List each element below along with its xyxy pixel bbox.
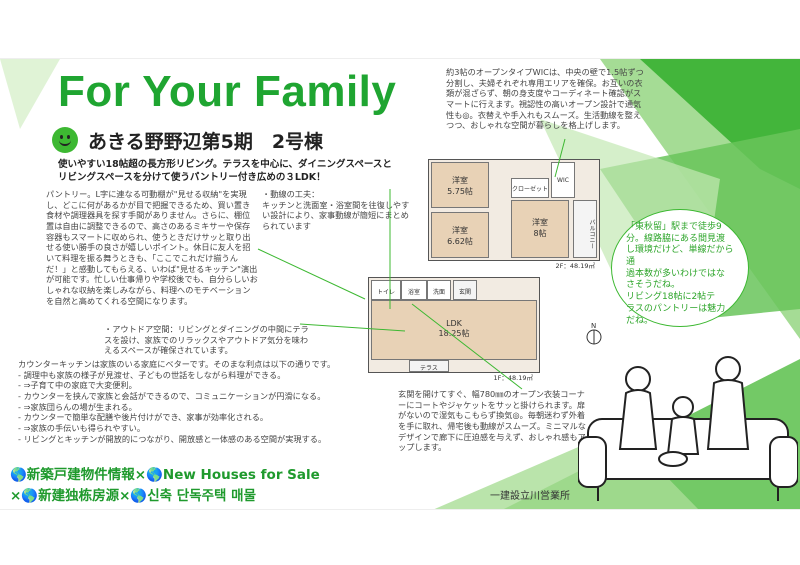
counter-point: - カウンターを挟んで家族と会話ができるので、コミュニケーションが円滑になる。 — [18, 390, 326, 401]
counter-title: カウンターキッチンは家族のいる家庭にベターです。そのまな利点は以下の通りです。 — [18, 359, 336, 369]
room-western-2: 洋室 6.62帖 — [431, 212, 489, 258]
room-ldk: LDK 18.25帖 — [371, 300, 537, 360]
room-balcony: バルコニー — [573, 200, 597, 258]
room-bath: 浴室 — [401, 280, 427, 300]
room-toilet: トイレ — [371, 280, 401, 300]
counter-point: - リビングとキッチンが開放的につながり、開放感と一体感のある空間が実現する。 — [18, 433, 327, 444]
counter-point: - 調理中も家族の様子が見渡せ、子どもの世話をしながら料理ができる。 — [18, 369, 286, 380]
headline: 使いやすい18帖超の長方形リビング。テラスを中心に、ダイニングスペースとリビング… — [58, 159, 392, 183]
flyer: For Your Family あきる野野辺第5期 2号棟 使いやすい18帖超の… — [0, 58, 800, 510]
tagline-1: 🌎新築戸建物件情報×🌎New Houses for Sale — [10, 467, 320, 483]
tagline-2: ×🌎新建独栋房源×🌎신축 단독주택 매물 — [10, 488, 257, 504]
property-name: あきる野野辺第5期 2号棟 — [88, 131, 324, 153]
north-arrow-icon: N — [586, 322, 602, 345]
counter-kitchen-section: カウンターキッチンは家族のいる家庭にベターです。そのまな利点は以下の通りです。 … — [18, 359, 378, 444]
pantry-description: パントリー。L字に連なる可動棚が"見せる収納"を実現し、どこに何があるかが目で把… — [46, 189, 258, 306]
counter-point: - ⇒家族団らんの場が生まれる。 — [18, 401, 137, 412]
floor-plan-1f: LDK 18.25帖 浴室 洗面 トイレ 玄関 テラス 1F：48.19㎡ — [368, 277, 540, 382]
company-name: 一建設立川営業所 — [490, 491, 570, 502]
room-western-1: 洋室 5.75帖 — [431, 162, 489, 208]
room-western-3: 洋室 8帖 — [511, 200, 569, 258]
page-title: For Your Family — [58, 67, 397, 116]
floor-plan-2f: 洋室 5.75帖 洋室 6.62帖 洋室 8帖 クローゼット WIC バルコニー… — [428, 159, 600, 270]
room-washroom: 洗面 — [427, 280, 451, 300]
smiley-icon — [52, 127, 78, 153]
counter-point: - ⇒家族の手伝いも得られやすい。 — [18, 422, 146, 433]
counter-point: - ⇒子育て中の家庭で大変便利。 — [18, 380, 137, 391]
wic-description: 約3帖のオープンタイプWICは、中央の壁で1.5帖ずつ分割し、夫婦それぞれ専用エ… — [446, 67, 644, 131]
family-illustration — [578, 356, 798, 501]
floor-1-area: 1F：48.19㎡ — [493, 374, 533, 382]
outdoor-description: ・アウトドア空間：リビングとダイニングの中間にテラスを設け、家族でのリラックスや… — [104, 324, 309, 356]
room-closet: クローゼット — [511, 178, 549, 198]
room-entrance: 玄関 — [453, 280, 477, 300]
counter-point: - カウンターで簡単な配膳や後片付けができ、家事が効率化される。 — [18, 412, 269, 423]
floor-2-area: 2F：48.19㎡ — [555, 262, 595, 270]
room-terrace: テラス — [409, 360, 449, 372]
entry-description: 玄関を開けてすぐ、幅780㎜のオープン衣装コーナーにコートやジャケットをサッと掛… — [398, 389, 586, 453]
room-wic: WIC — [551, 162, 575, 198]
flow-description: ・動線の工夫： キッチンと洗面室・浴室間を往復しやすい設計により、家事動線が簡短… — [262, 189, 410, 231]
svg-text:N: N — [591, 322, 596, 330]
speech-bubble: 「東秋留」駅まで徒歩9 分。線路脇にある間見渡 し環境だけど、単線だから通 過本… — [611, 209, 749, 327]
